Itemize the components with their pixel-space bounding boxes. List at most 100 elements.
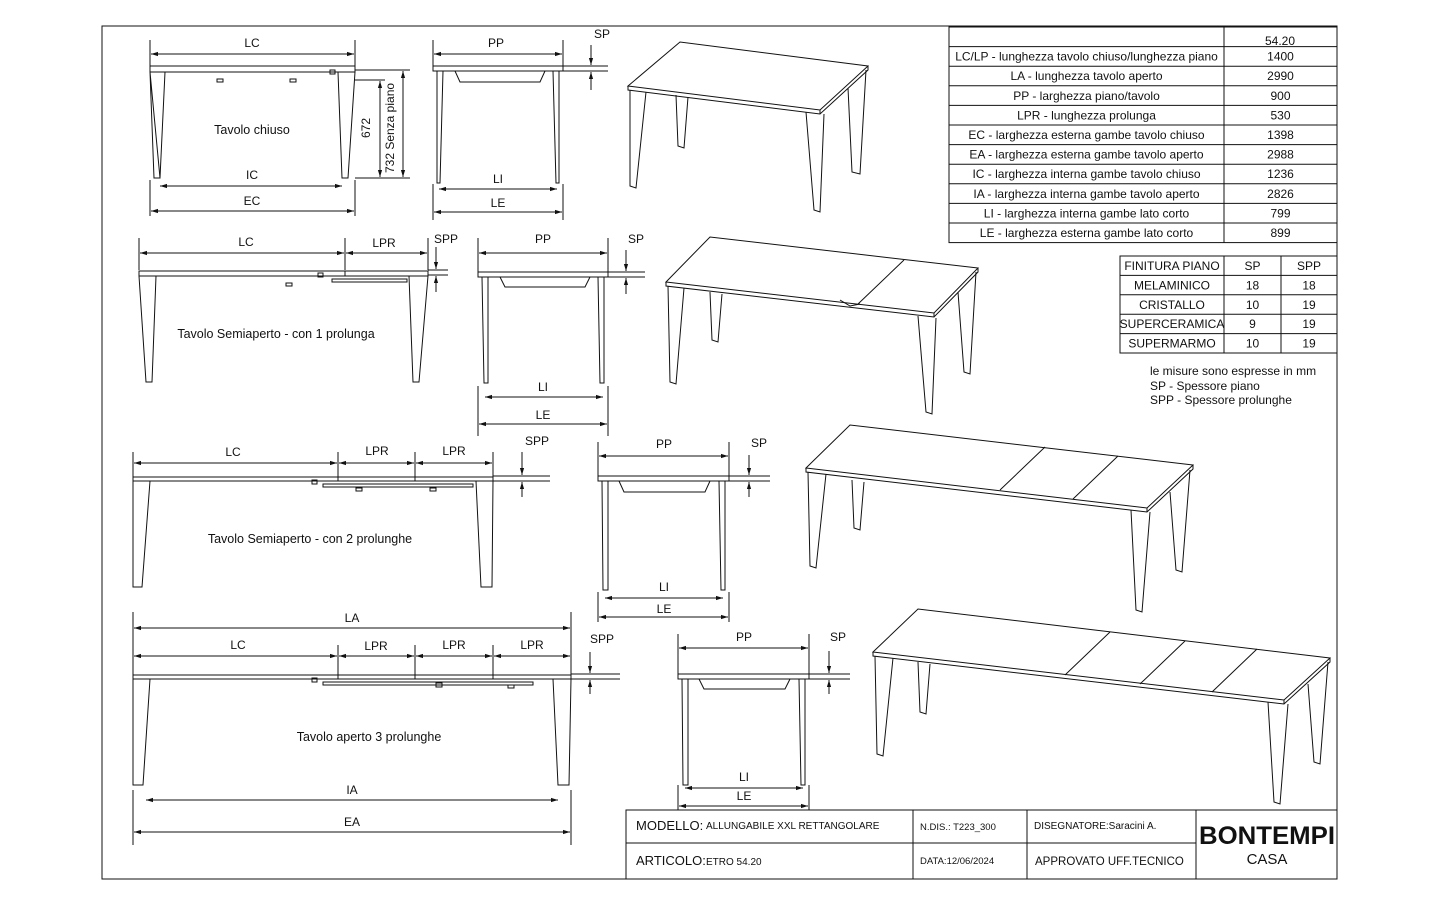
three-ext-sp-label: SP [830, 630, 846, 644]
title-block: MODELLO: ALLUNGABILE XXL RETTANGOLARE N.… [625, 809, 1338, 880]
brand-logo-sub: CASA [1247, 851, 1288, 868]
three-ext-lpr1-label: LPR [364, 639, 388, 653]
closed-lc-label: LC [244, 36, 260, 50]
articolo-value: ETRO 54.20 [706, 857, 762, 868]
one-ext-pp-label: PP [535, 232, 551, 246]
dimension-row-label: LPR - lunghezza prolunga [1017, 108, 1156, 122]
three-ext-lpr3-label: LPR [520, 638, 544, 652]
articolo-label: ARTICOLO: [636, 853, 706, 868]
brand-logo-main: BONTEMPI [1199, 822, 1335, 850]
dimension-row-value: 2826 [1267, 187, 1294, 201]
dimension-row-label: PP - larghezza piano/tavolo [1013, 89, 1160, 103]
two-ext-lpr1-label: LPR [365, 444, 389, 458]
finish-cell: 10 [1246, 298, 1260, 312]
two-ext-spp-label: SPP [525, 434, 549, 448]
dimension-row-value: 899 [1270, 226, 1290, 240]
three-ext-lpr2-label: LPR [442, 638, 466, 652]
dimension-row-label: IA - larghezza interna gambe tavolo aper… [973, 187, 1199, 201]
two-ext-lpr2-label: LPR [442, 444, 466, 458]
three-ext-li-label: LI [739, 770, 749, 784]
dimension-row-value: 1400 [1267, 50, 1294, 64]
two-ext-caption: Tavolo Semiaperto - con 2 prolunghe [208, 532, 412, 546]
one-ext-li-label: LI [538, 380, 548, 394]
one-ext-lc-label: LC [238, 235, 254, 249]
dimension-row-label: EC - larghezza esterna gambe tavolo chiu… [968, 128, 1204, 142]
three-ext-front-view [132, 612, 620, 845]
dimension-row-value: 530 [1270, 108, 1290, 122]
three-ext-ia-label: IA [346, 783, 357, 797]
two-ext-pp-label: PP [656, 437, 672, 451]
dimension-row-label: LE - larghezza esterna gambe lato corto [980, 226, 1194, 240]
note-spp: SPP - Spessore prolunghe [1150, 393, 1292, 407]
one-ext-lpr-label: LPR [372, 236, 396, 250]
finish-cell: SUPERCERAMICA [1120, 317, 1225, 331]
one-ext-sp-label: SP [628, 232, 644, 246]
closed-pp-label: PP [488, 36, 504, 50]
disegnatore-value: DISEGNATORE:Saracini A. [1034, 821, 1156, 832]
perspective-one-ext [664, 236, 980, 415]
dimension-row-label: LA - lunghezza tavolo aperto [1010, 69, 1162, 83]
closed-ic-label: IC [246, 168, 258, 182]
finish-cell: 18 [1246, 278, 1260, 292]
perspective-closed [626, 41, 870, 213]
finish-cell: 9 [1249, 317, 1256, 331]
approvato-value: APPROVATO UFF.TECNICO [1035, 856, 1184, 868]
finish-header-cell: FINITURA PIANO [1124, 259, 1219, 273]
closed-le-label: LE [491, 196, 506, 210]
three-ext-le-label: LE [737, 789, 752, 803]
one-ext-caption: Tavolo Semiaperto - con 1 prolunga [177, 327, 374, 341]
dimension-row-label: EA - larghezza esterna gambe tavolo aper… [969, 148, 1203, 162]
dimension-row-value: 1398 [1267, 128, 1294, 142]
one-ext-front-view [138, 238, 448, 383]
dimension-table: 54.20 LC/LP - lunghezza tavolo chiuso/lu… [948, 26, 1338, 244]
one-ext-side-view [477, 238, 645, 436]
ndis-value: N.DIS.: T223_300 [920, 822, 996, 833]
finish-cell: CRISTALLO [1139, 298, 1205, 312]
dimension-row-value: 900 [1270, 89, 1290, 103]
two-ext-side-view [597, 442, 770, 622]
note-sp: SP - Spessore piano [1150, 379, 1260, 393]
three-ext-spp-label: SPP [590, 632, 614, 646]
closed-caption: Tavolo chiuso [214, 123, 290, 137]
one-ext-le-label: LE [536, 408, 551, 422]
two-ext-le-label: LE [657, 602, 672, 616]
closed-height-732: 732 Senza piano [383, 83, 397, 173]
finish-cell: 19 [1302, 337, 1316, 351]
finish-header-cell: SP [1244, 259, 1260, 273]
finish-header-cell: SPP [1297, 259, 1321, 273]
perspective-three-ext [871, 608, 1332, 805]
two-ext-lc-label: LC [225, 445, 241, 459]
finish-cell: 19 [1302, 317, 1316, 331]
three-ext-ea-label: EA [344, 815, 360, 829]
three-ext-lc-label: LC [230, 638, 246, 652]
three-ext-side-view [677, 634, 850, 810]
closed-sp-label: SP [594, 27, 610, 41]
modello-value: ALLUNGABILE XXL RETTANGOLARE [706, 821, 880, 832]
finish-cell: SUPERMARMO [1128, 337, 1215, 351]
finish-cell: 18 [1302, 278, 1316, 292]
dimension-row-label: LI - larghezza interna gambe lato corto [984, 206, 1190, 220]
finish-cell: MELAMINICO [1134, 278, 1210, 292]
finish-cell: 19 [1302, 298, 1316, 312]
dimension-row-value: 2990 [1267, 69, 1294, 83]
two-ext-sp-label: SP [751, 436, 767, 450]
three-ext-la-label: LA [345, 611, 360, 625]
finish-cell: 10 [1246, 337, 1260, 351]
dimension-row-label: LC/LP - lunghezza tavolo chiuso/lunghezz… [955, 50, 1218, 64]
dimension-row-value: 799 [1270, 206, 1290, 220]
closed-height-672: 672 [359, 118, 373, 138]
closed-li-label: LI [493, 172, 503, 186]
data-value: DATA:12/06/2024 [920, 856, 994, 867]
closed-front-view [149, 40, 410, 216]
one-ext-spp-label: SPP [434, 232, 458, 246]
dimension-row-label: IC - larghezza interna gambe tavolo chiu… [972, 167, 1200, 181]
finish-table: FINITURA PIANO SP SPP MELAMINICO 18 18CRISTAL… [1119, 255, 1338, 354]
closed-ec-label: EC [244, 194, 261, 208]
dimension-table-header: 54.20 [1265, 34, 1295, 48]
note-units: le misure sono espresse in mm [1150, 364, 1316, 378]
closed-side-view [432, 40, 608, 220]
two-ext-li-label: LI [659, 580, 669, 594]
two-ext-front-view [132, 452, 550, 588]
modello-label: MODELLO: [636, 818, 703, 833]
